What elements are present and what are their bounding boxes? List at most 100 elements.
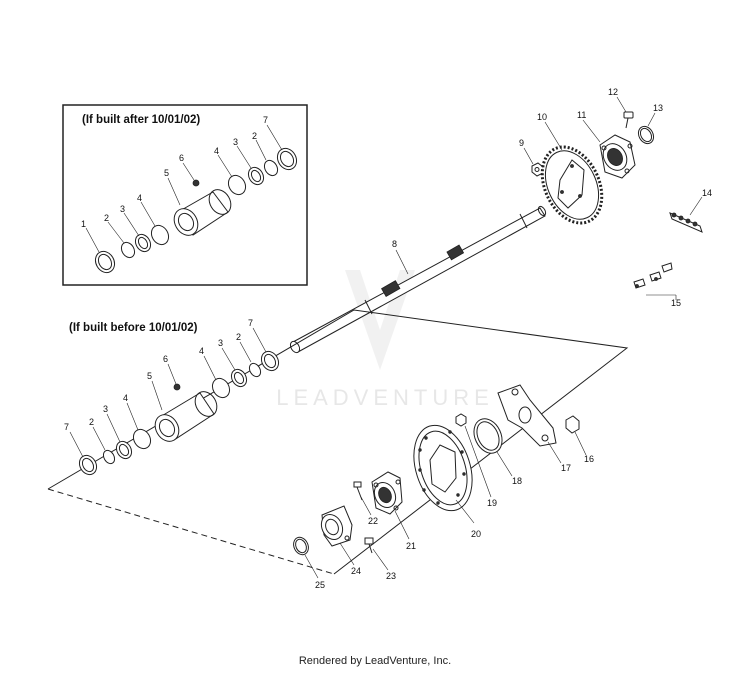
callout-24: 24 bbox=[351, 566, 361, 576]
leader-22 bbox=[360, 496, 372, 516]
callout-23: 23 bbox=[386, 571, 396, 581]
callout-lower-2a: 2 bbox=[89, 417, 94, 427]
lower-leaders bbox=[69, 327, 267, 458]
chain-link-14 bbox=[669, 212, 703, 233]
axle-shaft-8 bbox=[289, 205, 547, 354]
callout-9: 9 bbox=[519, 138, 524, 148]
leader-24 bbox=[339, 542, 355, 566]
sprocket-10 bbox=[540, 145, 604, 225]
lower-race-4-left bbox=[132, 428, 152, 450]
lower-fitting-6 bbox=[173, 383, 181, 391]
snap-ring-13 bbox=[637, 125, 655, 145]
callout-inset-3a: 3 bbox=[120, 204, 125, 214]
callout-16: 16 bbox=[584, 454, 594, 464]
leader-14 bbox=[689, 196, 703, 216]
nut-16 bbox=[565, 415, 580, 434]
inset-ring-2-left bbox=[120, 241, 136, 259]
callout-lower-4a: 4 bbox=[123, 393, 128, 403]
leader-13 bbox=[647, 112, 656, 127]
bolt-22 bbox=[353, 481, 363, 501]
callout-lower-2b: 2 bbox=[236, 332, 241, 342]
callout-8: 8 bbox=[392, 239, 397, 249]
callout-12: 12 bbox=[608, 87, 618, 97]
callout-22: 22 bbox=[368, 516, 378, 526]
lower-housing-5 bbox=[154, 391, 218, 442]
snap-ring-18 bbox=[473, 418, 503, 454]
leader-11 bbox=[582, 119, 601, 143]
callout-15: 15 bbox=[671, 298, 681, 308]
caliper-bracket-17 bbox=[497, 384, 557, 447]
brake-disc-20 bbox=[413, 424, 473, 512]
lower-ring-2-right bbox=[248, 362, 262, 378]
leader-19 bbox=[464, 425, 492, 498]
bearing-housing-24 bbox=[320, 505, 353, 547]
callout-lower-6: 6 bbox=[163, 354, 168, 364]
callout-inset-3b: 3 bbox=[233, 137, 238, 147]
nut-19 bbox=[455, 413, 467, 427]
callout-20: 20 bbox=[471, 529, 481, 539]
leader-9 bbox=[523, 147, 534, 165]
leader-16 bbox=[574, 431, 587, 456]
callout-14: 14 bbox=[702, 188, 712, 198]
leader-23 bbox=[372, 548, 389, 571]
inset-fitting-6 bbox=[192, 179, 200, 187]
leader-15 bbox=[646, 294, 677, 300]
ring-25 bbox=[293, 536, 309, 556]
callout-10: 10 bbox=[537, 112, 547, 122]
watermark-text: LEADVENTURE bbox=[276, 385, 494, 410]
bolt-12 bbox=[623, 111, 634, 129]
callout-25: 25 bbox=[315, 580, 325, 590]
leader-10 bbox=[544, 121, 563, 151]
inset-frame bbox=[62, 104, 308, 286]
callout-inset-6: 6 bbox=[179, 153, 184, 163]
callout-inset-5: 5 bbox=[164, 168, 169, 178]
inset-seal-1 bbox=[94, 250, 116, 274]
callout-inset-4a: 4 bbox=[137, 193, 142, 203]
callout-17: 17 bbox=[561, 463, 571, 473]
callout-lower-7b: 7 bbox=[248, 318, 253, 328]
inset-leaders bbox=[85, 124, 283, 253]
callout-lower-4b: 4 bbox=[199, 346, 204, 356]
lower-bearing-3-right bbox=[230, 368, 248, 388]
footer-credit: Rendered by LeadVenture, Inc. bbox=[298, 655, 452, 667]
lower-bearing-3-left bbox=[115, 440, 133, 460]
bolt-23 bbox=[364, 537, 374, 554]
lower-ring-2-left bbox=[102, 449, 116, 465]
master-link-15 bbox=[633, 262, 673, 289]
leader-8 bbox=[395, 249, 409, 275]
callout-11: 11 bbox=[577, 110, 586, 120]
inset-bearing-3-right bbox=[247, 166, 265, 186]
callout-lower-7a: 7 bbox=[64, 422, 69, 432]
leader-17 bbox=[547, 441, 562, 464]
leader-25 bbox=[304, 554, 319, 579]
callout-inset-4b: 4 bbox=[214, 146, 219, 156]
inset-caption: (If built after 10/01/02) bbox=[82, 114, 200, 126]
callout-inset-2a: 2 bbox=[104, 213, 109, 223]
callout-21: 21 bbox=[406, 541, 416, 551]
callout-19: 19 bbox=[487, 498, 497, 508]
inset-housing-5 bbox=[173, 189, 232, 236]
brake-hub-21 bbox=[371, 471, 403, 515]
inset-race-4-left bbox=[150, 224, 170, 246]
callout-inset-7: 7 bbox=[263, 115, 268, 125]
leader-21 bbox=[394, 510, 410, 540]
callout-inset-2b: 2 bbox=[252, 131, 257, 141]
inset-seal-7 bbox=[276, 147, 298, 171]
callout-lower-5: 5 bbox=[147, 371, 152, 381]
leader-12 bbox=[616, 96, 627, 113]
inset-bearing-3-left bbox=[134, 233, 152, 253]
lower-caption: (If built before 10/01/02) bbox=[69, 322, 198, 334]
inset-race-4-right bbox=[227, 174, 247, 196]
callout-lower-3b: 3 bbox=[218, 338, 223, 348]
callout-13: 13 bbox=[653, 103, 663, 113]
lower-seal-7-right bbox=[260, 350, 280, 372]
callout-18: 18 bbox=[512, 476, 522, 486]
inset-ring-2-right bbox=[263, 159, 279, 177]
callout-inset-1: 1 bbox=[81, 219, 86, 229]
lower-seal-7-left bbox=[78, 454, 98, 476]
lower-group-frame-dash bbox=[47, 488, 335, 575]
leader-20 bbox=[455, 499, 475, 524]
sprocket-hub-11 bbox=[599, 134, 636, 179]
callout-lower-3a: 3 bbox=[103, 404, 108, 414]
